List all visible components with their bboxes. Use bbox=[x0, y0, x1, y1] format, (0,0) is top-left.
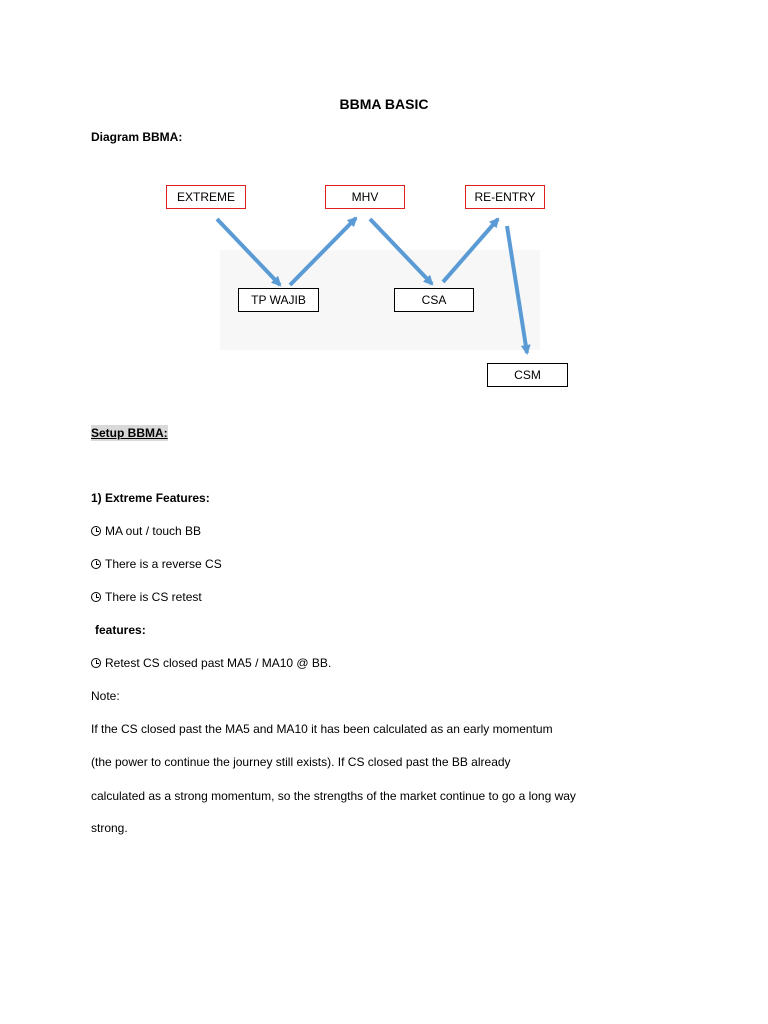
clock-icon bbox=[91, 526, 101, 536]
clock-icon bbox=[91, 559, 101, 569]
bullet-item: There is CS retest bbox=[91, 590, 202, 604]
bullet-item: Retest CS closed past MA5 / MA10 @ BB. bbox=[91, 656, 331, 670]
note-label: Note: bbox=[91, 689, 120, 703]
page-title: BBMA BASIC bbox=[339, 96, 429, 112]
node-mhv: MHV bbox=[325, 185, 405, 209]
note-line: (the power to continue the journey still… bbox=[91, 755, 511, 769]
setup-heading-text: Setup BBMA: bbox=[91, 425, 168, 441]
diagram-heading: Diagram BBMA: bbox=[91, 130, 183, 144]
bullet-item: There is a reverse CS bbox=[91, 557, 222, 571]
node-extreme: EXTREME bbox=[166, 185, 246, 209]
bullet-text: Retest CS closed past MA5 / MA10 @ BB. bbox=[105, 656, 332, 670]
clock-icon bbox=[91, 658, 101, 668]
arrow-tp-wajib-to-mhv bbox=[288, 216, 358, 287]
bullet-text: MA out / touch BB bbox=[105, 524, 202, 538]
node-reentry: RE-ENTRY bbox=[465, 185, 545, 209]
note-line: strong. bbox=[91, 821, 128, 835]
bullet-text: There is CS retest bbox=[105, 590, 202, 604]
note-line: If the CS closed past the MA5 and MA10 i… bbox=[91, 722, 553, 736]
extreme-features-heading: 1) Extreme Features: bbox=[91, 491, 210, 505]
arrow-extreme-to-tp-wajib bbox=[215, 217, 282, 287]
arrow-mhv-to-csa bbox=[368, 217, 434, 286]
node-csm: CSM bbox=[487, 363, 568, 387]
node-csa: CSA bbox=[394, 288, 474, 312]
node-tp-wajib: TP WAJIB bbox=[238, 288, 319, 312]
arrow-reentry-to-csm bbox=[505, 225, 531, 355]
features-label: features: bbox=[95, 623, 146, 637]
arrow-csa-to-reentry bbox=[441, 217, 500, 284]
clock-icon bbox=[91, 592, 101, 602]
setup-heading: Setup BBMA: bbox=[91, 425, 168, 441]
bullet-text: There is a reverse CS bbox=[105, 557, 222, 571]
bullet-item: MA out / touch BB bbox=[91, 524, 201, 538]
note-line: calculated as a strong momentum, so the … bbox=[91, 789, 576, 803]
